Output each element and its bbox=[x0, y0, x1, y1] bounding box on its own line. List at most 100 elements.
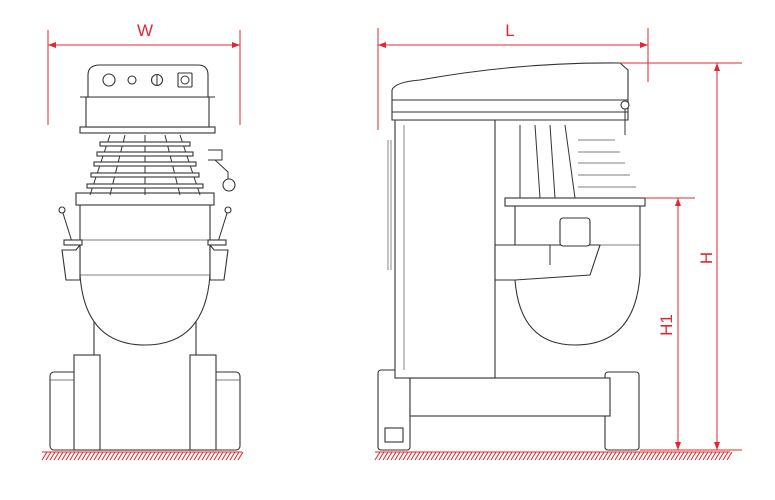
side-head bbox=[391, 62, 629, 121]
hatch-mark bbox=[165, 451, 172, 461]
hatch-mark bbox=[185, 451, 192, 461]
hatch-mark bbox=[418, 451, 425, 461]
hatch-mark bbox=[189, 451, 196, 461]
bowl-height-label: H1 bbox=[657, 314, 676, 336]
hatch-mark bbox=[390, 451, 397, 461]
hatch-mark bbox=[510, 451, 517, 461]
hatch-mark bbox=[73, 451, 80, 461]
hatch-mark bbox=[454, 451, 461, 461]
hatch-mark bbox=[630, 451, 637, 461]
hatch-mark bbox=[518, 451, 525, 461]
hatch-mark bbox=[702, 451, 709, 461]
hatch-mark bbox=[466, 451, 473, 461]
hatch-mark bbox=[121, 451, 128, 461]
hatch-mark bbox=[602, 451, 609, 461]
indicator-light-icon bbox=[127, 75, 137, 85]
hatch-mark bbox=[229, 451, 236, 461]
hatch-mark bbox=[634, 451, 641, 461]
hatch-mark bbox=[530, 451, 537, 461]
hatch-mark bbox=[726, 451, 733, 461]
hatch-mark bbox=[590, 451, 597, 461]
hatch-mark bbox=[562, 451, 569, 461]
hatch-mark bbox=[534, 451, 541, 461]
hatch-mark bbox=[45, 451, 52, 461]
hatch-mark bbox=[213, 451, 220, 461]
hatch-mark bbox=[718, 451, 725, 461]
hatch-mark bbox=[209, 451, 216, 461]
hatch-mark bbox=[614, 451, 621, 461]
hatch-mark bbox=[554, 451, 561, 461]
hatch-mark bbox=[442, 451, 449, 461]
front-lever-knob bbox=[222, 178, 236, 192]
hatch-mark bbox=[49, 451, 56, 461]
hatch-mark bbox=[197, 451, 204, 461]
hatch-mark bbox=[642, 451, 649, 461]
hatch-mark bbox=[486, 451, 493, 461]
hatch-mark bbox=[714, 451, 721, 461]
hatch-mark bbox=[546, 451, 553, 461]
hatch-mark bbox=[181, 451, 188, 461]
hatch-mark bbox=[65, 451, 72, 461]
hatch-mark bbox=[682, 451, 689, 461]
hatch-mark bbox=[526, 451, 533, 461]
hatch-mark bbox=[686, 451, 693, 461]
front-view bbox=[49, 64, 241, 451]
hatch-mark bbox=[542, 451, 549, 461]
hatch-mark bbox=[133, 451, 140, 461]
hatch-mark bbox=[698, 451, 705, 461]
hatch-mark bbox=[173, 451, 180, 461]
hatch-mark bbox=[538, 451, 545, 461]
hatch-mark bbox=[666, 451, 673, 461]
hatch-mark bbox=[382, 451, 389, 461]
front-leg-left bbox=[73, 354, 101, 451]
hatch-mark bbox=[638, 451, 645, 461]
hatch-mark bbox=[61, 451, 68, 461]
hatch-mark bbox=[446, 451, 453, 461]
ground-hatching bbox=[41, 451, 733, 461]
hatch-mark bbox=[710, 451, 717, 461]
hatch-mark bbox=[109, 451, 116, 461]
front-head-base bbox=[79, 126, 216, 134]
hatch-mark bbox=[462, 451, 469, 461]
hatch-mark bbox=[69, 451, 76, 461]
hatch-mark bbox=[674, 451, 681, 461]
hatch-mark bbox=[153, 451, 160, 461]
hatch-mark bbox=[706, 451, 713, 461]
hatch-mark bbox=[225, 451, 232, 461]
hatch-mark bbox=[97, 451, 104, 461]
front-head-band bbox=[85, 96, 210, 128]
hatch-mark bbox=[522, 451, 529, 461]
hatch-mark bbox=[237, 451, 244, 461]
hatch-mark bbox=[402, 451, 409, 461]
hatch-mark bbox=[470, 451, 477, 461]
hatch-mark bbox=[482, 451, 489, 461]
side-view bbox=[377, 62, 646, 451]
hatch-mark bbox=[53, 451, 60, 461]
hatch-mark bbox=[654, 451, 661, 461]
hatch-mark bbox=[430, 451, 437, 461]
hatch-mark bbox=[426, 451, 433, 461]
hatch-mark bbox=[514, 451, 521, 461]
hatch-mark bbox=[193, 451, 200, 461]
dimension-h1: H1 bbox=[645, 197, 695, 450]
hatch-mark bbox=[105, 451, 112, 461]
dimension-h: H bbox=[620, 62, 742, 451]
hatch-mark bbox=[694, 451, 701, 461]
side-bowl-arm bbox=[494, 244, 601, 281]
hatch-mark bbox=[378, 451, 385, 461]
hatch-mark bbox=[161, 451, 168, 461]
hatch-mark bbox=[221, 451, 228, 461]
hatch-mark bbox=[410, 451, 417, 461]
hatch-mark bbox=[386, 451, 393, 461]
front-safety-guard bbox=[86, 134, 204, 196]
hatch-mark bbox=[678, 451, 685, 461]
hatch-mark bbox=[233, 451, 240, 461]
hatch-mark bbox=[490, 451, 497, 461]
side-bowl-rim bbox=[504, 197, 646, 207]
hatch-mark bbox=[41, 451, 48, 461]
hatch-mark bbox=[149, 451, 156, 461]
hatch-mark bbox=[374, 451, 381, 461]
stop-button-icon bbox=[177, 72, 193, 88]
hatch-mark bbox=[586, 451, 593, 461]
